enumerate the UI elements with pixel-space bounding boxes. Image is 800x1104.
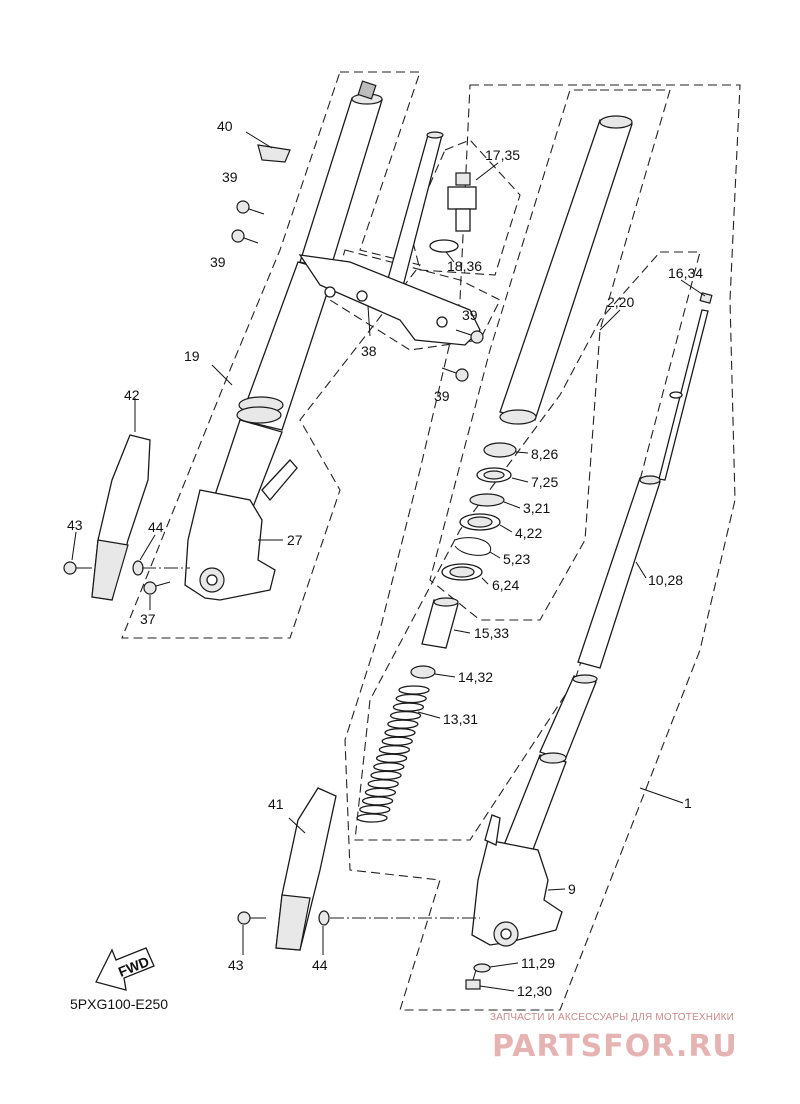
spring-coil [373, 762, 405, 772]
bolt-39-a [236, 200, 265, 215]
watermark-tagline: ЗАПЧАСТИ И АКСЕССУАРЫ ДЛЯ МОТОТЕХНИКИ [490, 1012, 734, 1023]
clip-5-23 [454, 537, 492, 556]
steering-stem [385, 131, 444, 291]
leader-lines [71, 131, 706, 992]
label-39-a: 39 [222, 169, 238, 185]
spring-coil [356, 813, 388, 823]
label-39-b: 39 [210, 254, 226, 270]
bolt-12-30 [465, 969, 481, 990]
spring-coil [361, 796, 394, 806]
spring-coil [389, 710, 422, 721]
spring-coil [387, 719, 419, 729]
spring-coil [378, 745, 411, 755]
fork-guard-42 [91, 434, 151, 601]
label-44-b: 44 [312, 957, 328, 973]
washer-44-left [132, 560, 144, 576]
label-42: 42 [124, 387, 140, 403]
o-ring-18-36 [429, 239, 459, 253]
label-11-29: 11,29 [521, 955, 555, 971]
assembly-outline-left [121, 71, 421, 639]
spring-coil [359, 804, 391, 815]
fork-guard-41 [275, 787, 337, 951]
label-1: 1 [684, 795, 692, 811]
label-12-30: 12,30 [517, 983, 552, 999]
spring-13-31 [356, 685, 430, 823]
caliper-bracket-27 [184, 459, 298, 601]
bushing-8-26 [483, 442, 517, 458]
bolt-43-lower [237, 911, 266, 925]
spring-coil [395, 693, 427, 704]
label-27: 27 [287, 532, 303, 548]
label-9: 9 [568, 881, 576, 897]
bolt-39-d [441, 367, 469, 382]
label-19: 19 [184, 348, 200, 364]
label-15-33: 15,33 [474, 625, 509, 641]
label-41: 41 [268, 796, 284, 812]
label-5-23: 5,23 [503, 551, 530, 567]
collar-15-33 [421, 597, 459, 649]
spring-seat-14-32 [410, 665, 436, 679]
spring-coil [375, 753, 408, 763]
washer-3-21 [469, 493, 505, 507]
bushing-7-25 [476, 467, 512, 483]
spring-coil [367, 779, 399, 789]
washer-44-lower [318, 910, 330, 926]
label-6-24: 6,24 [492, 577, 519, 593]
cover-40 [257, 144, 291, 163]
damper-cylinder-10-28 [577, 475, 661, 669]
diagram-code: 5PXG100-E250 [70, 996, 168, 1012]
spring-coil [370, 770, 402, 780]
label-10-28: 10,28 [648, 572, 683, 588]
dust-seal-6-24 [441, 563, 483, 581]
bolt-43-left [63, 561, 92, 575]
watermark-brand: PARTSFOR.RU [492, 1029, 738, 1064]
assembly-outline-right-outer [344, 84, 741, 1011]
damper-rod-16-34 [658, 292, 713, 481]
fwd-arrow-icon: FWD [95, 947, 155, 991]
label-43-b: 43 [228, 957, 244, 973]
bolt-37 [143, 581, 171, 595]
fwd-label: FWD [116, 953, 152, 980]
assembly-outline-upper-bracket [329, 249, 501, 351]
washer-11-29 [473, 963, 491, 973]
assembly-outline-damper [354, 251, 701, 841]
spring-coil [364, 787, 397, 798]
label-39-c: 39 [462, 307, 478, 323]
label-4-22: 4,22 [515, 525, 542, 541]
label-3-21: 3,21 [523, 500, 550, 516]
label-13-31: 13,31 [443, 711, 478, 727]
bolt-39-b [231, 229, 259, 244]
label-14-32: 14,32 [458, 669, 493, 685]
damper-sleeve [539, 674, 598, 761]
label-17-35: 17,35 [485, 147, 520, 163]
label-2-20: 2,20 [607, 294, 634, 310]
spring-coil [398, 685, 430, 695]
assembly-outline-inner-tube [429, 89, 671, 621]
label-40: 40 [217, 118, 233, 134]
label-37: 37 [140, 611, 156, 627]
spring-coil [392, 702, 425, 712]
inner-tube-2-20 [499, 115, 633, 425]
label-44-a: 44 [148, 519, 164, 535]
under-bracket-38 [298, 254, 481, 346]
outer-tube-9 [471, 752, 567, 947]
label-7-25: 7,25 [531, 474, 558, 490]
spring-coil [381, 736, 413, 746]
label-43-a: 43 [67, 517, 83, 533]
spring-coil [384, 728, 416, 738]
bolt-39-c [455, 329, 484, 344]
label-18-36: 18,36 [447, 258, 482, 274]
label-38: 38 [361, 343, 377, 359]
label-8-26: 8,26 [531, 446, 558, 462]
oil-seal-4-22 [459, 513, 501, 531]
label-16-34: 16,34 [668, 265, 703, 281]
label-39-d: 39 [434, 388, 450, 404]
adjuster-17-35 [447, 172, 477, 232]
